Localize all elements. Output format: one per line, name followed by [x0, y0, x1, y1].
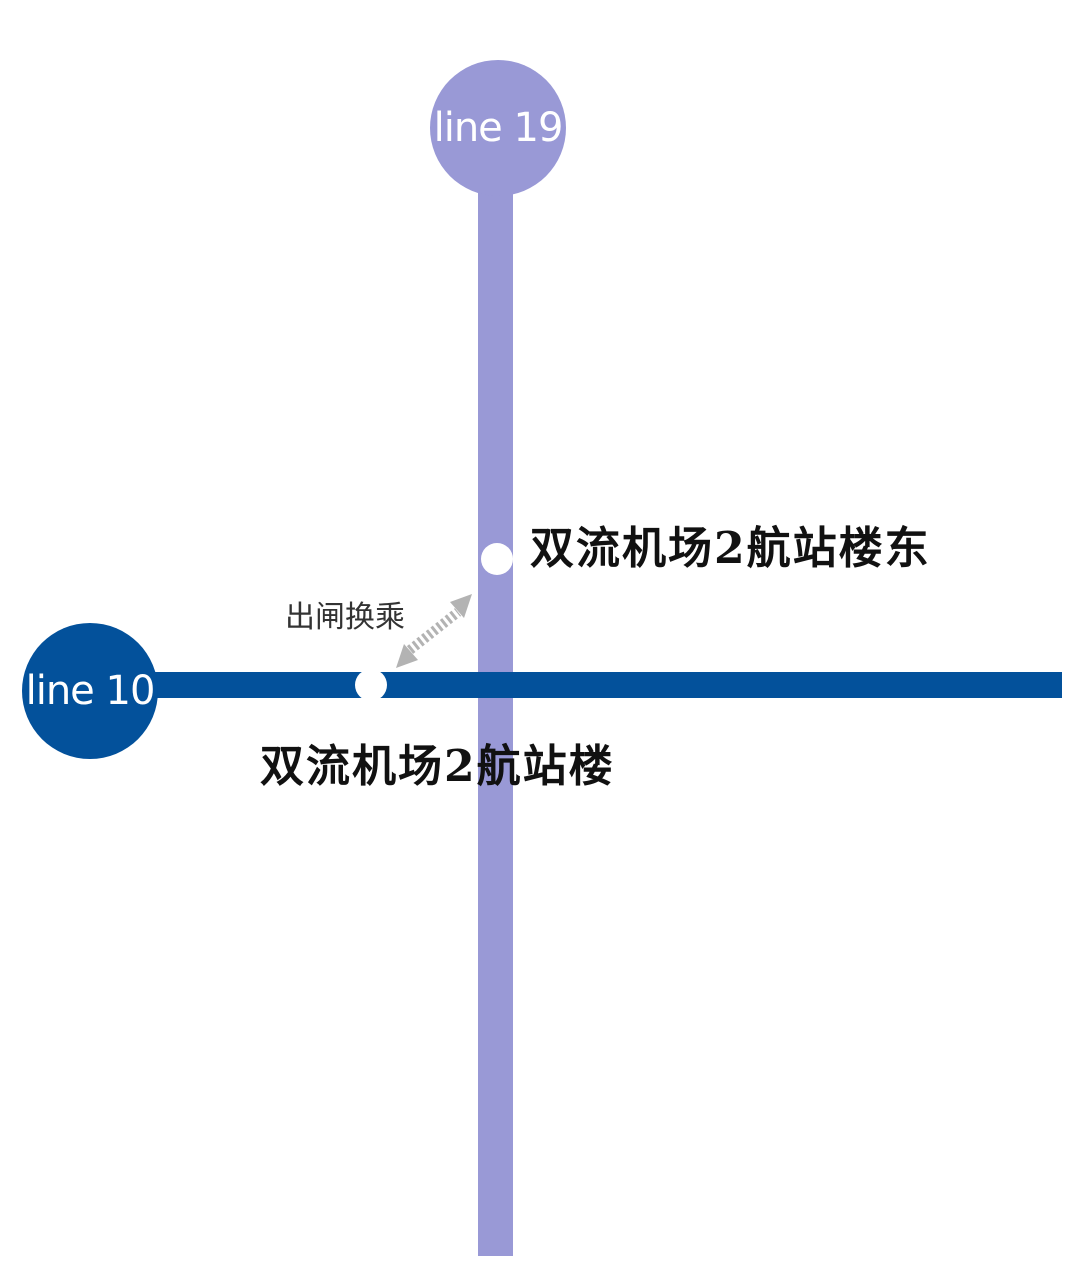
station-label-t2-east: 双流机场2航站楼东: [530, 523, 931, 574]
station-label-t2: 双流机场2航站楼: [260, 741, 615, 792]
line-19-label: line 19: [433, 105, 564, 151]
line-10-track: [90, 672, 1062, 698]
station-marker-t2-east: [481, 543, 513, 575]
transfer-arrow-icon: [396, 594, 472, 668]
transfer-label: 出闸换乘: [285, 600, 405, 635]
line-19-badge: line 19: [430, 60, 566, 196]
line-10-label: line 10: [25, 668, 156, 714]
line-10-badge: line 10: [22, 623, 158, 759]
station-marker-t2: [355, 669, 387, 701]
